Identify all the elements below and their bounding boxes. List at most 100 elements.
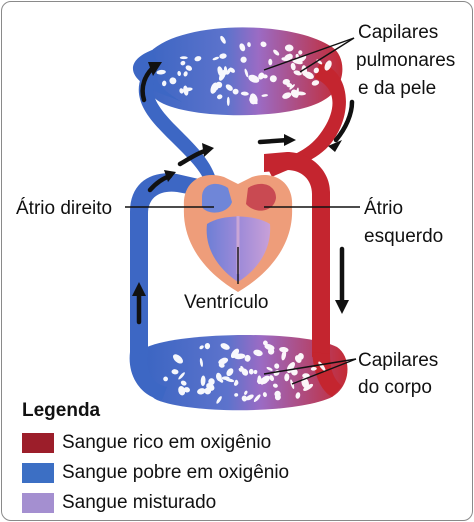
capillary-gap bbox=[291, 368, 298, 376]
capillary-gap bbox=[226, 68, 231, 75]
legend-swatch-oxygen-rich bbox=[22, 433, 54, 453]
capillary-gap bbox=[294, 355, 302, 363]
capillary-gap bbox=[272, 383, 278, 388]
legend-label-mixed: Sangue misturado bbox=[62, 492, 217, 513]
arrowhead-lung-entry bbox=[148, 62, 162, 76]
body-capillaries-label: Capilares do corpo bbox=[358, 350, 444, 398]
capillary-gap bbox=[183, 85, 189, 96]
capillary-gap bbox=[258, 72, 265, 80]
capillary-gap bbox=[290, 62, 296, 71]
arrowhead-right-top bbox=[284, 134, 296, 146]
arrow-lung-exit bbox=[333, 99, 355, 143]
capillary-gap bbox=[220, 35, 226, 44]
capillary-gap bbox=[253, 394, 261, 402]
capillary-gap bbox=[290, 89, 299, 98]
capillary-gap bbox=[303, 383, 314, 391]
capillary-gap bbox=[219, 53, 227, 59]
capillary-gap bbox=[194, 56, 202, 62]
capillary-gap bbox=[179, 88, 184, 94]
capillary-gap bbox=[204, 343, 211, 350]
capillary-gap bbox=[261, 94, 268, 97]
capillary-gap bbox=[303, 71, 314, 80]
capillary-gap bbox=[200, 375, 206, 387]
capillary-gap bbox=[295, 392, 301, 399]
capillary-gap bbox=[279, 346, 289, 353]
legend-item-oxygen-rich: Sangue rico em oxigênio bbox=[22, 428, 289, 458]
capillary-gap bbox=[266, 366, 273, 371]
capillary-gap bbox=[310, 366, 317, 371]
arrow-right-top bbox=[257, 137, 291, 145]
capillary-gap bbox=[324, 60, 332, 71]
capillary-gap bbox=[269, 75, 277, 83]
capillary-gap bbox=[178, 385, 186, 396]
lung-capillaries-label: Capilares pulmonares e da pele bbox=[356, 22, 461, 99]
capillary-gap bbox=[212, 56, 220, 61]
legend-item-mixed: Sangue misturado bbox=[22, 488, 289, 518]
arrowhead-lung-exit bbox=[328, 140, 342, 152]
capillary-gap bbox=[282, 78, 290, 85]
capillary-gap bbox=[253, 349, 263, 357]
capillary-gap bbox=[248, 74, 260, 83]
arrowhead-left-up bbox=[132, 282, 146, 296]
capillary-gap bbox=[241, 368, 249, 376]
capillary-gap bbox=[173, 354, 183, 364]
capillary-gap bbox=[262, 392, 267, 398]
capillary-gap bbox=[282, 92, 292, 99]
capillary-gap bbox=[232, 88, 239, 95]
capillary-gap bbox=[274, 363, 280, 369]
legend-swatch-oxygen-poor bbox=[22, 463, 54, 483]
capillary-gap bbox=[180, 60, 186, 66]
capillary-gap bbox=[156, 69, 166, 75]
capillary-gap bbox=[183, 71, 188, 77]
capillary-gap bbox=[233, 380, 239, 386]
arrowhead-left-atrium bbox=[164, 170, 176, 182]
capillary-gap bbox=[256, 378, 268, 385]
capillary-gap bbox=[161, 80, 167, 87]
right-atrium-label: Átrio direito bbox=[16, 198, 112, 219]
capillary-gap bbox=[223, 66, 228, 74]
right-atrium-chamber bbox=[202, 183, 232, 213]
capillary-gap bbox=[199, 345, 204, 350]
leader-body-2 bbox=[291, 358, 357, 385]
capillary-gap bbox=[216, 94, 223, 100]
leader-lung-2 bbox=[299, 37, 355, 73]
capillary-gap bbox=[292, 58, 303, 65]
capillary-gap bbox=[180, 380, 187, 386]
capillary-gap bbox=[298, 50, 303, 55]
capillary-gap bbox=[226, 96, 230, 106]
left-atrium-chamber bbox=[246, 183, 276, 211]
capillary-gap bbox=[249, 93, 258, 104]
capillary-gap bbox=[241, 395, 248, 402]
ventricle-label: Ventrículo bbox=[184, 292, 269, 313]
capillary-gap bbox=[284, 44, 294, 52]
legend-label-oxygen-rich: Sangue rico em oxigênio bbox=[62, 432, 272, 453]
capillary-gap bbox=[199, 358, 203, 367]
capillary-gap bbox=[313, 67, 319, 74]
capillary-gap bbox=[225, 84, 233, 91]
arrowhead-right-down bbox=[335, 300, 349, 314]
leader-body-1 bbox=[263, 358, 357, 375]
legend-title: Legenda bbox=[22, 400, 101, 421]
legend-label-oxygen-poor: Sangue pobre em oxigênio bbox=[62, 462, 290, 483]
capillary-gap bbox=[245, 394, 254, 401]
capillary-gap bbox=[238, 367, 243, 372]
arrowhead-left-vessel bbox=[202, 143, 214, 157]
legend-swatch-mixed bbox=[22, 493, 54, 513]
capillary-gap bbox=[178, 372, 185, 380]
capillary-gap bbox=[244, 354, 251, 362]
capillary-gap bbox=[247, 42, 251, 48]
capillary-texture bbox=[156, 35, 332, 404]
capillary-gap bbox=[253, 369, 258, 375]
capillary-gap bbox=[225, 378, 235, 383]
capillary-gap bbox=[218, 357, 229, 365]
capillary-gap bbox=[244, 68, 249, 78]
capillary-gap bbox=[248, 368, 254, 375]
capillary-gap bbox=[234, 393, 239, 397]
legend: Legenda Sangue rico em oxigênio Sangue p… bbox=[22, 400, 289, 518]
capillary-gap bbox=[177, 71, 182, 76]
capillary-gap bbox=[234, 353, 246, 360]
capillary-gap bbox=[264, 344, 275, 351]
capillary-gap bbox=[281, 57, 288, 61]
